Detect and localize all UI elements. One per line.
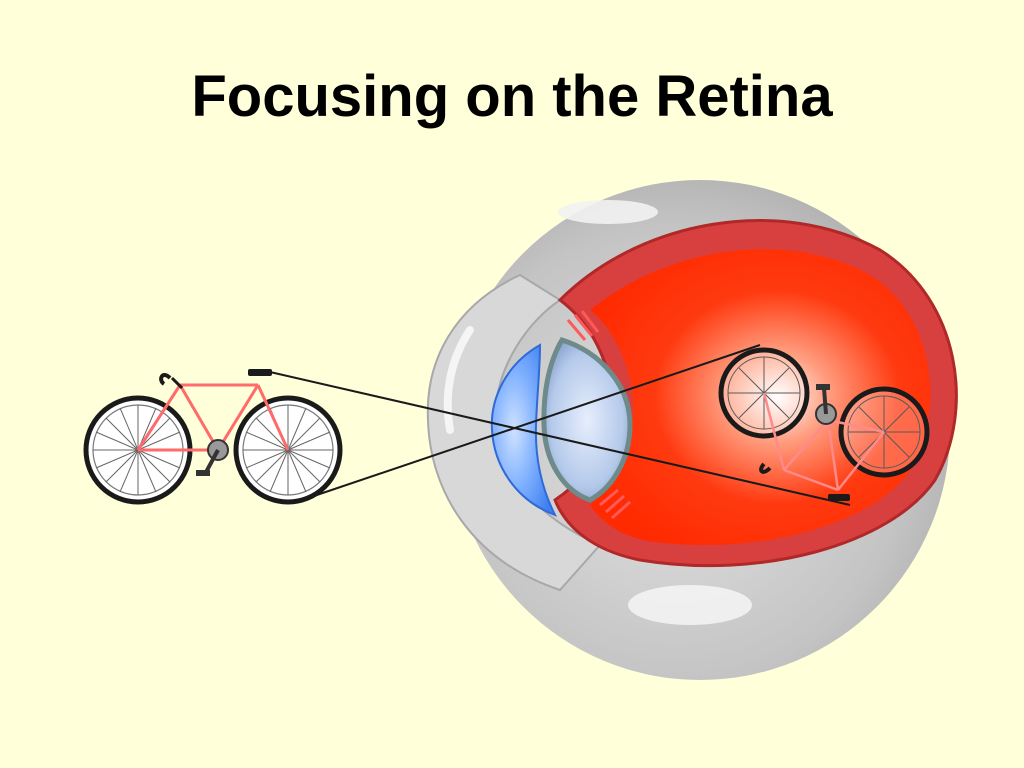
image-handlebar xyxy=(759,462,772,474)
ciliary-muscle-bottom xyxy=(599,488,631,520)
light-rays xyxy=(269,344,851,506)
light-ray-bottom xyxy=(301,344,761,501)
ciliary-muscle-top xyxy=(566,310,600,341)
iris-ring xyxy=(426,273,602,592)
slide-title: Focusing on the Retina xyxy=(191,64,833,129)
image-bike-frame xyxy=(762,392,885,492)
sclera-highlight-top xyxy=(558,200,658,224)
light-ray-top xyxy=(269,371,851,506)
bicycle-icon xyxy=(83,369,343,505)
lens xyxy=(541,337,633,503)
bike-frame xyxy=(136,383,290,452)
image-saddle xyxy=(828,494,850,501)
saddle xyxy=(248,369,272,376)
handlebar xyxy=(159,373,172,386)
sclera-highlight-bottom xyxy=(628,585,752,625)
inverted-bicycle-icon xyxy=(718,347,930,501)
iris-highlight xyxy=(443,326,474,434)
